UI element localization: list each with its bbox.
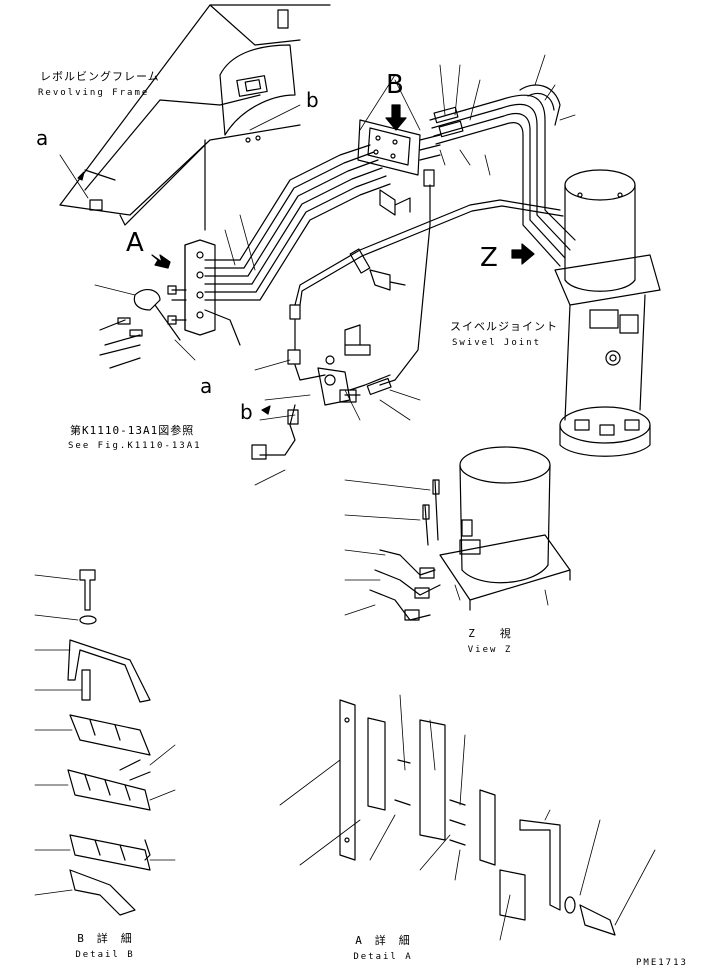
arrow-small-b bbox=[261, 405, 271, 415]
revolving-frame bbox=[59, 4, 331, 231]
view-letter-b-lower: b bbox=[240, 400, 253, 424]
callout-see-fig-en: See Fig.K1110-13A1 bbox=[68, 441, 202, 451]
loose-bolts bbox=[99, 189, 411, 369]
callout-swivel-joint-jp: スイベルジョイント bbox=[450, 320, 558, 333]
detail-a bbox=[339, 699, 616, 936]
detail-b-title-en: Detail B bbox=[75, 950, 135, 960]
view-z-title-jp: Z 視 bbox=[468, 627, 512, 640]
detail-a-title-en: Detail A bbox=[353, 952, 413, 962]
callout-swivel-joint-en: Swivel Joint bbox=[452, 338, 542, 348]
arrow-small-a bbox=[77, 171, 85, 181]
arrow-z bbox=[511, 243, 535, 265]
view-letter-Z: Z bbox=[480, 243, 498, 273]
detail-b-title-jp: B 詳 細 bbox=[77, 932, 133, 945]
swivel-hoses bbox=[429, 84, 576, 267]
mount-block-a bbox=[167, 239, 216, 336]
view-z-title-en: View Z bbox=[467, 645, 513, 655]
hose-bundle bbox=[204, 144, 391, 346]
view-arrows bbox=[77, 104, 535, 415]
pilot-lines bbox=[251, 169, 564, 460]
leader-lines bbox=[34, 54, 656, 941]
view-letter-a-lower: a bbox=[200, 374, 213, 398]
figure-code: PME1713 bbox=[636, 958, 688, 968]
detail-b bbox=[67, 569, 151, 916]
view-letter-A: A bbox=[126, 228, 144, 258]
pressure-switch bbox=[317, 367, 392, 406]
callout-revolving-frame-en: Revolving Frame bbox=[38, 88, 150, 98]
view-letter-b-upper: b bbox=[306, 88, 319, 112]
mount-block-b bbox=[357, 119, 441, 176]
arrow-b bbox=[385, 104, 407, 131]
detail-a-title-jp: A 詳 細 bbox=[355, 934, 411, 947]
view-letter-B: B bbox=[386, 70, 404, 100]
swivel-joint bbox=[554, 169, 661, 457]
callout-revolving-frame-jp: レボルビングフレーム bbox=[40, 70, 160, 83]
arrow-a bbox=[151, 254, 171, 269]
view-letter-a-upper: a bbox=[36, 126, 49, 150]
callout-see-fig-jp: 第K1110-13A1図参照 bbox=[70, 424, 195, 437]
view-z bbox=[369, 446, 571, 621]
